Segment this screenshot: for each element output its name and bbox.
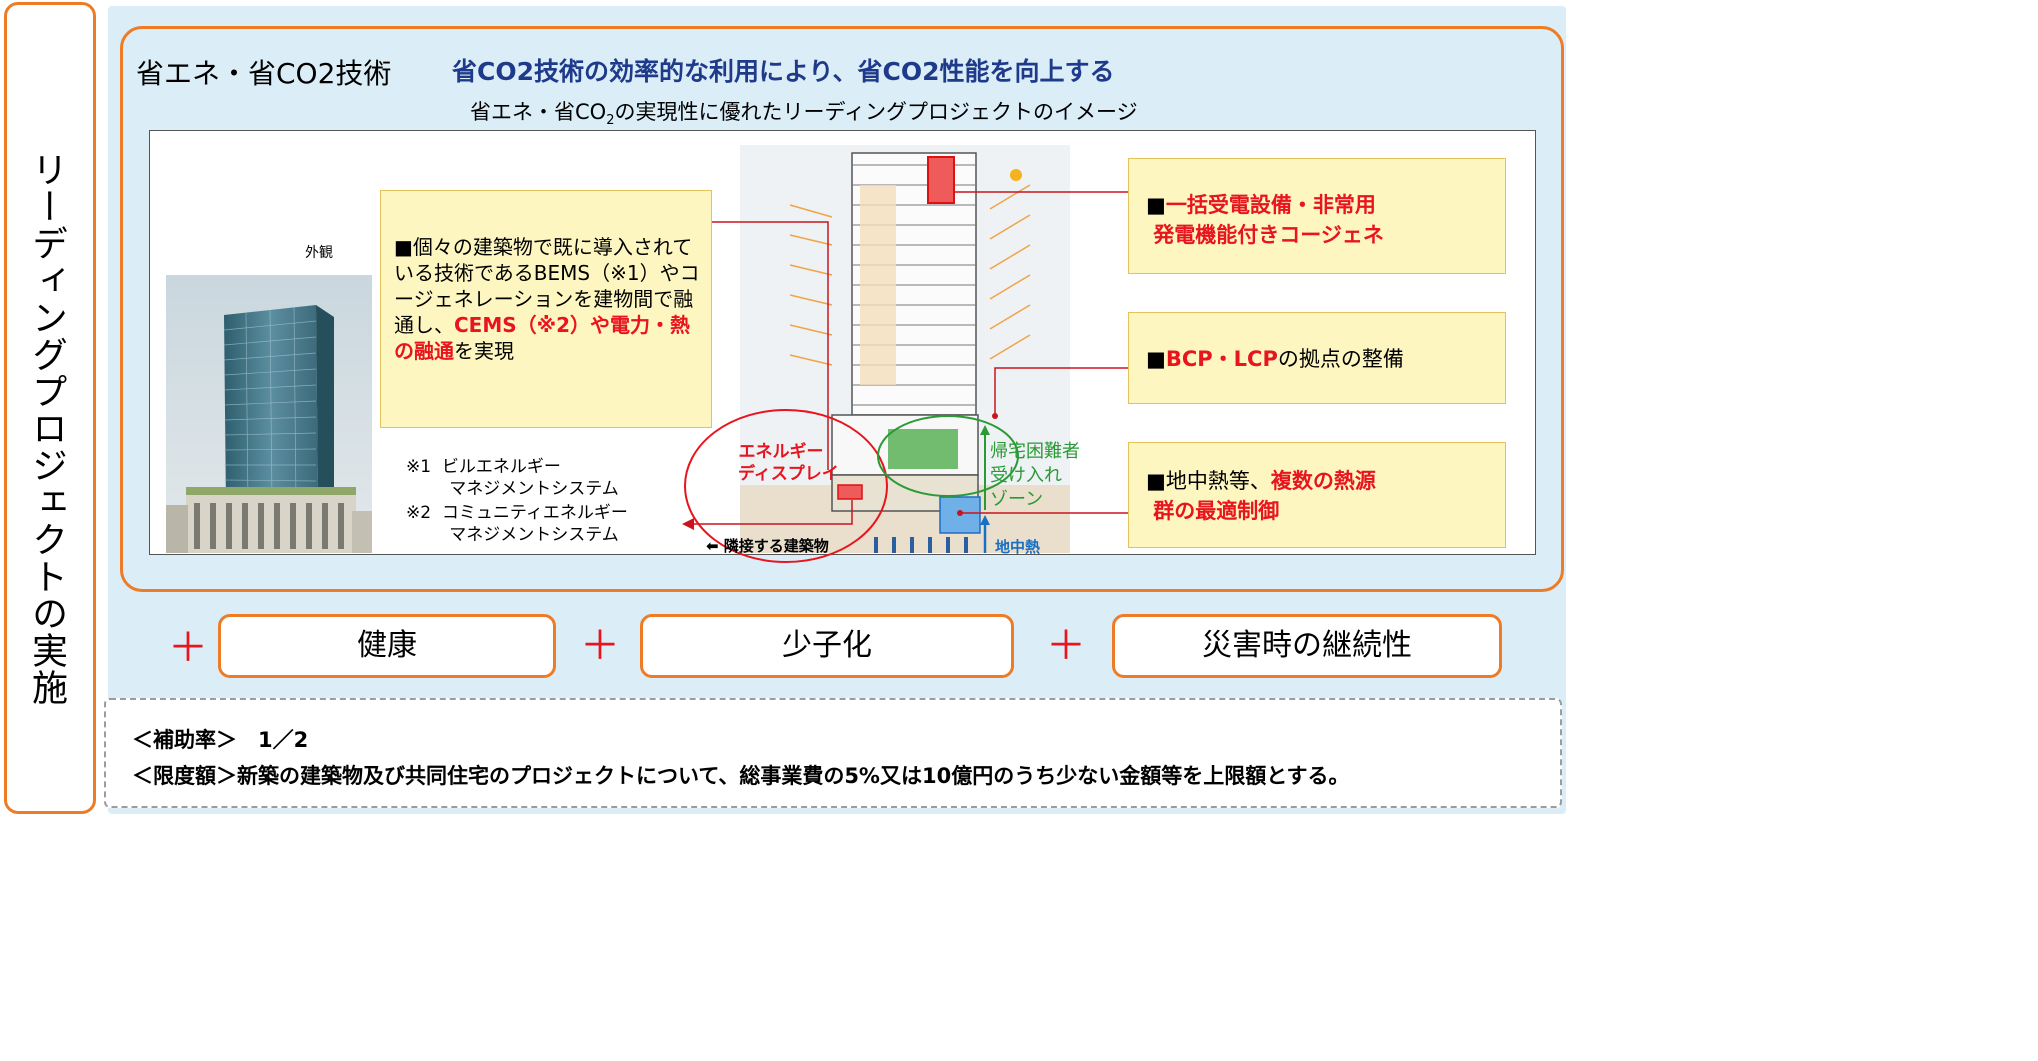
technology-description-text: ■個々の建築物で既に導入されている技術であるBEMS（※1）やコージェネレーショ…	[394, 235, 700, 363]
connector-overlay	[682, 191, 1128, 563]
plus-icon: ＋	[580, 623, 620, 669]
subsidy-limit: ＜限度額＞新築の建築物及び共同住宅のプロジェクトについて、総事業費の5%又は10…	[132, 764, 1350, 788]
left-panel-title: リーディングプロジェクトの実施	[26, 150, 67, 706]
disaster-continuity-pill: 災害時の継続性	[1112, 614, 1502, 678]
left-panel	[4, 2, 96, 814]
health-pill: 健康	[218, 614, 556, 678]
callout-bcp-lcp-text: ■BCP・LCPの拠点の整備	[1146, 347, 1404, 371]
exterior-photo	[166, 275, 372, 553]
subsidy-rate: ＜補助率＞ 1／2	[132, 728, 309, 752]
callout-cogeneration	[1128, 158, 1506, 274]
callout-heat-source-text: ■地中熱等、複数の熱源 群の最適制御	[1146, 469, 1376, 523]
declining-birthrate-pill: 少子化	[640, 614, 1014, 678]
geothermal-label: 地中熱	[995, 538, 1041, 556]
subsidy-info-box	[104, 698, 1562, 808]
callout-heat-source	[1128, 442, 1506, 548]
plus-icon: ＋	[1046, 623, 1086, 669]
plus-icon: ＋	[168, 625, 208, 671]
image-caption: 省エネ・省CO2の実現性に優れたリーディングプロジェクトのイメージ	[470, 100, 1138, 129]
callout-bcp-lcp	[1128, 312, 1506, 404]
energy-display-label: エネルギー ディスプレイ	[738, 442, 839, 484]
technology-description-box	[380, 190, 712, 428]
adjacent-building-label: ⬅ 隣接する建築物	[706, 537, 829, 555]
callout-cogeneration-text: ■一括受電設備・非常用 発電機能付きコージェネ	[1146, 193, 1384, 247]
section-title: 省エネ・省CO2技術	[136, 57, 392, 90]
note-cems: ※2 コミュニティエネルギー マネジメントシステム	[406, 503, 628, 545]
returnee-zone-label: 帰宅困難者 受け入れ ゾーン	[990, 441, 1080, 510]
exterior-label: 外観	[305, 245, 333, 261]
section-subtitle: 省CO2技術の効率的な利用により、省CO2性能を向上する	[452, 57, 1115, 86]
building-cross-section	[740, 145, 1070, 553]
note-bems: ※1 ビルエネルギー マネジメントシステム	[406, 457, 619, 499]
